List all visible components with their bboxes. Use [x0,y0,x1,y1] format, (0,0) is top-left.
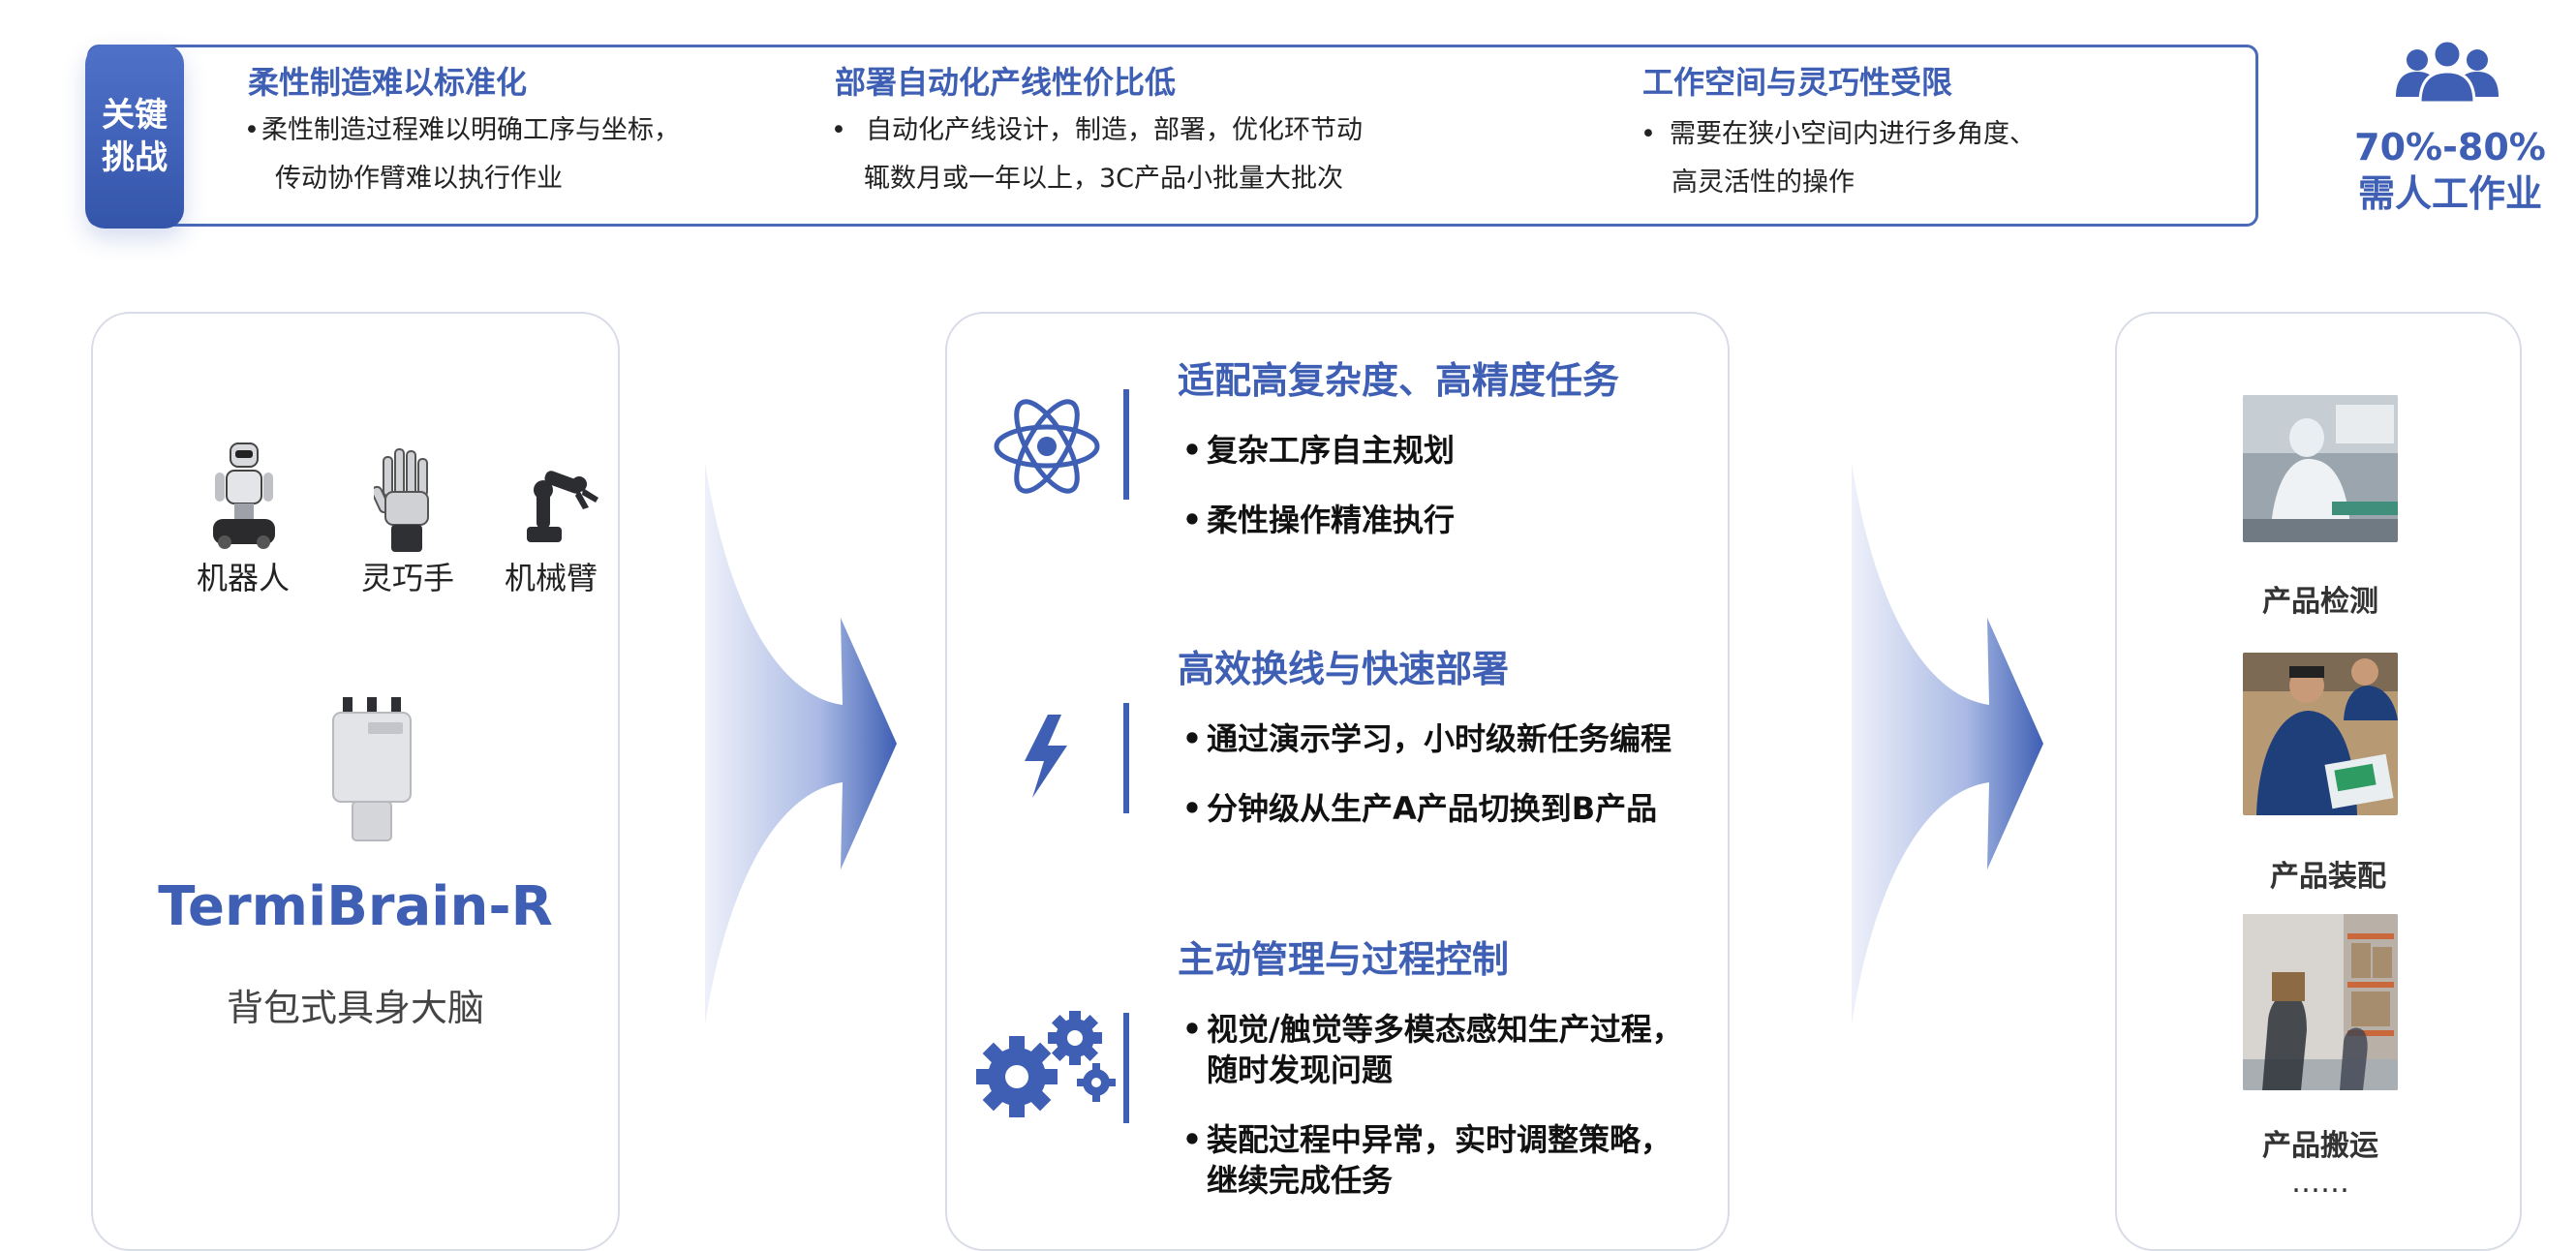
capability-2-item-2: •分钟级从生产A产品切换到B产品 [1178,788,1657,829]
capability-1-item-2-text: 柔性操作精准执行 [1207,502,1456,538]
capability-2-item-1-text: 通过演示学习，小时级新任务编程 [1207,720,1672,757]
warehouse-photo [2243,914,2398,1090]
capability-2-item-2-text: 分钟级从生产A产品切换到B产品 [1207,790,1658,827]
bullet: • [1181,1121,1203,1158]
inspection-photo [2243,395,2398,542]
challenge-3-text-1: 需要在狭小空间内进行多角度、 [1670,119,2036,149]
key-challenge-tag: 关键 挑战 [85,45,184,229]
bullet: • [1641,119,1656,149]
assembly-photo [2243,653,2398,815]
capability-1-item-2: •柔性操作精准执行 [1178,500,1455,540]
flow-arrow-1 [705,463,897,1024]
lightning-icon [1025,715,1067,798]
brand-name: TermiBrain-R [158,875,553,938]
divider-bar [1123,1013,1129,1123]
challenge-3-title: 工作空间与灵巧性受限 [1642,64,1953,101]
challenge-1-line-1: •柔性制造过程难以明确工序与坐标， [244,107,680,155]
capability-3-item-1: •视觉/触觉等多模态感知生产过程， 随时发现问题 [1178,1009,1683,1090]
more-ellipsis: …… [2291,1166,2349,1200]
people-group-icon [2396,39,2499,105]
bullet: • [244,115,260,145]
robotic-arm-icon [527,471,598,542]
device-label-robot: 机器人 [196,560,290,596]
capability-1-item-1: •复杂工序自主规划 [1178,430,1455,471]
manual-work-stat: 70%-80% 需人工作业 [2324,124,2576,217]
bullet: • [1181,432,1203,469]
capability-3-title: 主动管理与过程控制 [1178,938,1510,981]
device-label-arm: 机械臂 [504,560,598,596]
bullet: • [1181,1011,1203,1048]
challenge-banner [87,45,2258,227]
challenge-3-line-1: • 需要在狭小空间内进行多角度、 [1641,110,2036,159]
divider-bar [1123,389,1129,500]
capability-2-title: 高效换线与快速部署 [1178,648,1510,690]
bullet: • [1181,502,1203,538]
stat-percentage: 70%-80% [2354,126,2546,168]
capability-1-item-1-text: 复杂工序自主规划 [1207,432,1456,469]
challenge-2-line-2: 辄数月或一年以上，3C产品小批量大批次 [864,164,1344,194]
humanoid-robot-icon [213,442,275,549]
device-label-hand: 灵巧手 [360,560,454,596]
capability-2-item-1: •通过演示学习，小时级新任务编程 [1178,718,1671,759]
application-label-inspection: 产品检测 [2262,585,2378,619]
tag-line-2: 挑战 [102,138,168,177]
divider-bar [1123,703,1129,813]
challenge-2-line-1: • 自动化产线设计，制造，部署，优化环节动 [831,107,1363,155]
capability-1-title: 适配高复杂度、高精度任务 [1178,359,1620,402]
capability-3-item-2: •装配过程中异常，实时调整策略， 继续完成任务 [1178,1119,1671,1201]
bullet: • [1181,720,1203,757]
dexterous-hand-icon [374,448,429,552]
atom-icon [994,399,1100,494]
challenge-1-text-1: 柔性制造过程难以明确工序与坐标， [261,115,680,145]
tag-line-1: 关键 [102,96,168,135]
challenge-2-text-1: 自动化产线设计，制造，部署，优化环节动 [866,115,1363,145]
application-label-transport: 产品搬运 [2262,1129,2378,1163]
bullet: • [1181,790,1203,827]
capability-3-item-1-line-2: 随时发现问题 [1207,1052,1394,1088]
capability-3-item-2-line-1: 装配过程中异常，实时调整策略， [1207,1121,1672,1158]
flow-arrow-2 [1852,463,2043,1024]
bullet: • [831,115,846,145]
brain-module-icon [332,697,412,841]
brand-subtitle: 背包式具身大脑 [226,987,484,1029]
challenge-3-line-2: 高灵活性的操作 [1671,168,1855,198]
capability-3-item-1-line-1: 视觉/触觉等多模态感知生产过程， [1207,1011,1683,1048]
stat-caption: 需人工作业 [2357,172,2542,215]
challenge-1-line-2: 传动协作臂难以执行作业 [275,164,563,194]
challenge-2-title: 部署自动化产线性价比低 [835,64,1177,101]
challenge-1-title: 柔性制造难以标准化 [248,64,528,101]
capability-3-item-2-line-2: 继续完成任务 [1207,1162,1394,1199]
application-label-assembly: 产品装配 [2270,860,2386,894]
gears-icon [976,1011,1116,1117]
